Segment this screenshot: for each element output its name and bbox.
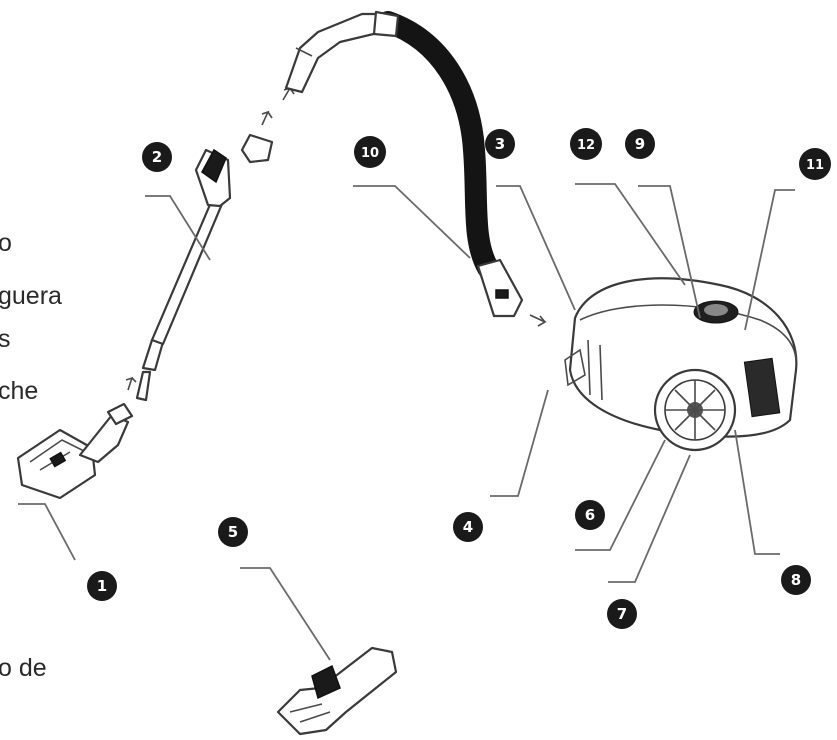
crevice-tool — [276, 646, 398, 736]
callout-7: 7 — [607, 599, 637, 629]
svg-text:10: 10 — [361, 146, 379, 161]
callout-11: 11 — [799, 148, 831, 180]
svg-text:3: 3 — [495, 135, 505, 153]
side-text-3: s — [0, 325, 11, 353]
svg-text:2: 2 — [152, 148, 162, 166]
callout-6: 6 — [575, 500, 605, 530]
side-text-1: o — [0, 229, 12, 257]
side-text-5: o de — [0, 654, 47, 682]
svg-text:9: 9 — [635, 135, 645, 153]
floor-brush — [16, 402, 134, 500]
side-text-4: che — [0, 377, 39, 405]
hose — [284, 10, 524, 318]
svg-text:1: 1 — [97, 577, 107, 595]
callout-5: 5 — [218, 517, 248, 547]
svg-text:6: 6 — [585, 506, 595, 524]
svg-text:7: 7 — [617, 605, 627, 623]
svg-text:4: 4 — [463, 518, 473, 536]
svg-text:5: 5 — [228, 523, 238, 541]
callout-12: 12 — [570, 128, 602, 160]
svg-text:8: 8 — [791, 571, 801, 589]
svg-text:11: 11 — [806, 158, 824, 173]
svg-text:12: 12 — [577, 138, 595, 153]
side-text-2: guera — [0, 282, 62, 310]
callout-2: 2 — [142, 142, 172, 172]
callout-1: 1 — [87, 571, 117, 601]
callout-4: 4 — [453, 512, 483, 542]
callout-9: 9 — [625, 129, 655, 159]
leader-lines — [18, 183, 795, 661]
vacuum-body — [564, 277, 798, 452]
callout-3: 3 — [485, 129, 515, 159]
callout-10: 10 — [354, 136, 386, 168]
callout-8: 8 — [781, 565, 811, 595]
telescopic-tube — [135, 133, 274, 402]
